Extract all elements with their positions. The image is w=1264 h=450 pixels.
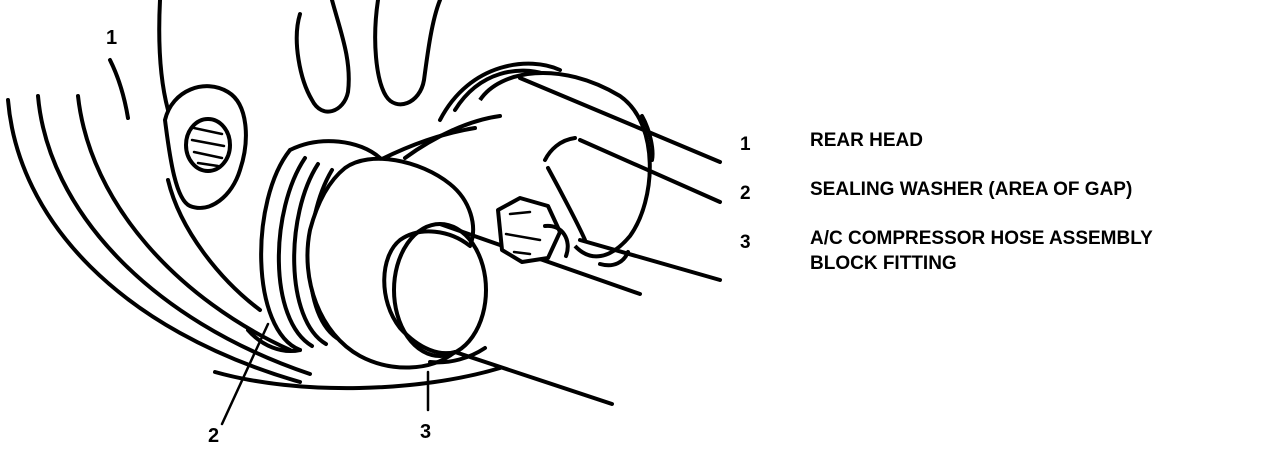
legend-row-2: 2 SEALING WASHER (AREA OF GAP)	[740, 177, 1260, 206]
legend-number: 2	[740, 183, 751, 204]
legend-row-1: 1 REAR HEAD	[740, 128, 1260, 157]
rear-head-fins	[157, 0, 442, 114]
legend-number: 3	[740, 232, 751, 253]
rear-head-outline	[6, 58, 502, 391]
callout-2: 2	[208, 425, 219, 447]
block-fitting-upper	[378, 61, 655, 259]
threaded-port	[163, 84, 262, 312]
hex-bolt	[496, 196, 570, 264]
callout-1: 1	[106, 27, 117, 49]
legend-row-3: 3 A/C COMPRESSOR HOSE ASSEMBLY BLOCK FIT…	[740, 226, 1260, 276]
leader-line-2	[220, 322, 270, 426]
legend-label: A/C COMPRESSOR HOSE ASSEMBLY BLOCK FITTI…	[810, 228, 1153, 274]
callout-3: 3	[420, 421, 431, 443]
parts-legend: 1 REAR HEAD 2 SEALING WASHER (AREA OF GA…	[740, 128, 1260, 296]
block-fitting-lower	[305, 156, 488, 370]
legend-label: REAR HEAD	[810, 130, 923, 151]
legend-label: SEALING WASHER (AREA OF GAP)	[810, 179, 1133, 200]
legend-number: 1	[740, 134, 751, 155]
